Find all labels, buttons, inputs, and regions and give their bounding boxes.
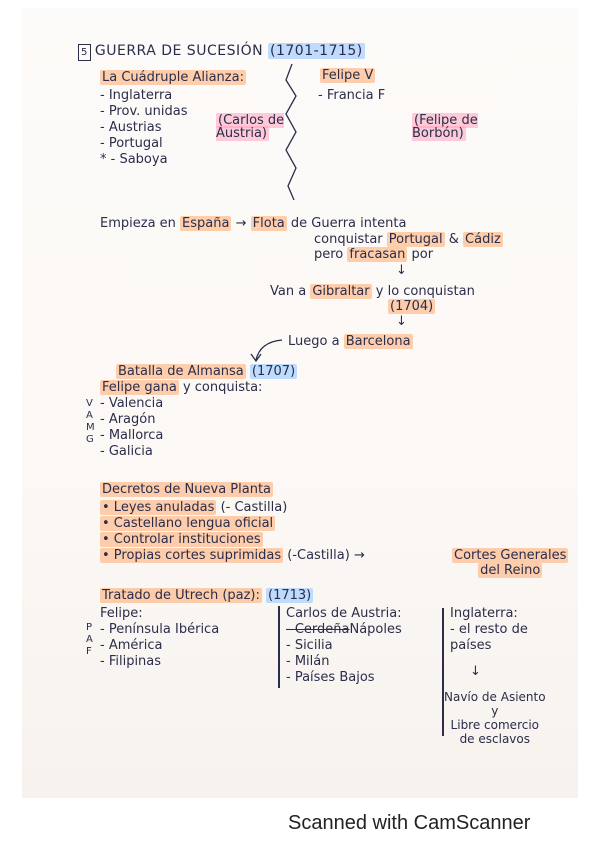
list-item: * - Saboya xyxy=(100,152,168,167)
column-divider xyxy=(278,606,280,688)
list-item: - Aragón xyxy=(100,412,156,427)
almansa-places: - Valencia - Aragón - Mallorca - Galicia xyxy=(100,396,163,460)
decrees-result: Cortes Generales del Reino xyxy=(452,548,569,578)
list-item: - Sicilia xyxy=(286,638,333,653)
list-item: • Propias cortes suprimidas (-Castilla) … xyxy=(100,548,365,563)
carlos-heading: Carlos de Austria: xyxy=(286,606,402,621)
list-item: • Castellano lengua oficial xyxy=(100,516,276,531)
column-divider xyxy=(442,608,444,736)
alliance-list: - Inglaterra - Prov. unidas - Austrias -… xyxy=(100,88,187,168)
list-item: - Península Ibérica xyxy=(100,622,220,637)
treaty-england: Inglaterra: - el resto de países xyxy=(450,606,528,654)
list-item: - Valencia xyxy=(100,396,164,411)
campaign-barcelona: Luego a Barcelona xyxy=(288,334,413,349)
rival-member: - Francia F xyxy=(318,88,386,103)
alliance-candidate: (Carlos de Austria) xyxy=(216,113,285,141)
title-years: (1701-1715) xyxy=(268,43,365,59)
curved-arrow-icon xyxy=(250,339,283,363)
list-item: - Inglaterra xyxy=(100,88,173,103)
list-item: - Prov. unidas xyxy=(100,104,188,119)
felipe-heading: Felipe: xyxy=(100,606,143,621)
campaign-line-2: conquistar Portugal & Cádiz xyxy=(314,232,503,247)
decrees-title: Decretos de Nueva Planta xyxy=(100,482,274,497)
campaign-line-3: pero fracasan por xyxy=(314,247,434,262)
list-item: - Mallorca xyxy=(100,428,164,443)
campaign-gibraltar: Van a Gibraltar y lo conquistan xyxy=(270,284,475,299)
wavy-divider xyxy=(285,63,297,201)
decrees-list: • Leyes anuladas (- Castilla) • Castella… xyxy=(100,500,365,564)
list-item: - América xyxy=(100,638,163,653)
england-outcome: Navío de Asiento y Libre comercio de esc… xyxy=(444,690,546,746)
list-item: • Controlar instituciones xyxy=(100,532,263,547)
almansa-margin-letters: V A M G xyxy=(86,398,95,445)
list-item: - Filipinas xyxy=(100,654,162,669)
list-item: - Galicia xyxy=(100,444,153,459)
alliance-heading: La Cuádruple Alianza: xyxy=(100,70,246,85)
down-arrow-1: ↓ xyxy=(396,263,407,278)
treaty-margin-letters: P A F xyxy=(86,622,93,657)
list-item: - el resto de xyxy=(450,622,528,637)
almansa-subtitle: Felipe gana y conquista: xyxy=(100,380,263,395)
section-number: 5 xyxy=(78,44,91,61)
treaty-carlos: Carlos de Austria: - CerdeñaNápoles - Si… xyxy=(286,606,402,686)
list-item: países xyxy=(450,638,492,653)
down-arrow-2: ↓ xyxy=(396,314,407,329)
rival-name: Felipe V xyxy=(320,68,376,83)
list-item: - CerdeñaNápoles xyxy=(286,622,402,637)
treaty-felipe: Felipe: - Península Ibérica - América - … xyxy=(100,606,219,670)
almansa-title: Batalla de Almansa (1707) xyxy=(116,364,298,379)
list-item: - Portugal xyxy=(100,136,163,151)
treaty-title: Tratado de Utrech (paz): (1713) xyxy=(100,588,314,603)
list-item: - Austrias xyxy=(100,120,162,135)
list-item: - Países Bajos xyxy=(286,670,375,685)
down-arrow-3: ↓ xyxy=(470,664,481,679)
title-text: GUERRA DE SUCESIÓN xyxy=(94,43,264,59)
england-heading: Inglaterra: xyxy=(450,606,518,621)
scanner-watermark: Scanned with CamScanner xyxy=(288,812,531,834)
rival-candidate: (Felipe de Borbón) xyxy=(412,113,478,141)
list-item: • Leyes anuladas (- Castilla) xyxy=(100,500,288,515)
campaign-line-1: Empieza en España → Flota de Guerra inte… xyxy=(100,216,407,231)
list-item: - Milán xyxy=(286,654,330,669)
notebook-page xyxy=(22,8,578,798)
gibraltar-year: (1704) xyxy=(388,299,436,314)
